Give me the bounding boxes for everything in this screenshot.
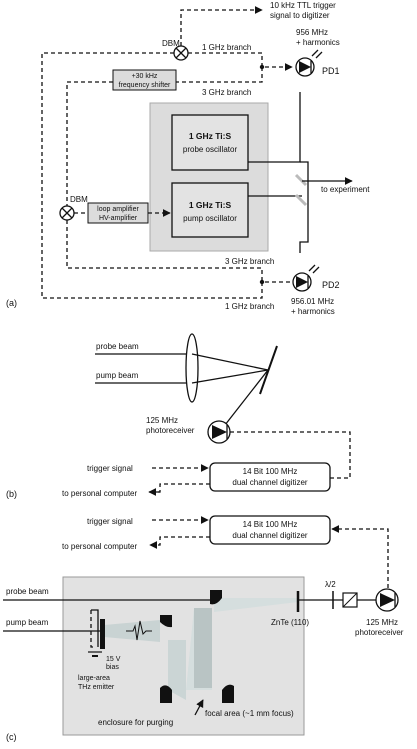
pd2-harmonics-label: + harmonics [291,307,335,316]
pd1-photodiode [295,49,323,77]
parabolic-mirror-3 [222,684,234,703]
probe-oscillator-label: 1 GHz Ti:S [189,131,232,141]
c-photoreceiver [375,588,399,612]
znte-label: ZnTe (110) [271,618,309,627]
enclosure-label: enclosure for purging [98,718,173,727]
shifter-label: +30 kHz [132,73,158,80]
b-trigger-label: trigger signal [87,464,133,473]
bias-label: 15 V [106,656,121,663]
pd2-freq-label: 956.01 MHz [291,297,334,306]
b-mirror [259,345,278,395]
b-photoreceiver [207,420,231,444]
c-digitizer-box [209,515,331,545]
c-to-pc-label: to personal computer [62,542,137,551]
c-digitizer-label-2: dual channel digitizer [232,531,307,540]
bias-label-2: bias [106,664,119,671]
thz-emitter [100,619,105,649]
c-trigger-label: trigger signal [87,517,133,526]
to-experiment-label: to experiment [321,185,370,194]
pd1-harmonics-label: + harmonics [296,38,340,47]
dbm-left-mixer [59,205,75,221]
c-probe-beam-label: probe beam [6,587,49,596]
c-photoreceiver-label: 125 MHz [366,618,398,627]
panel-b: probe beam pump beam 125 MHz photoreceiv… [6,333,351,499]
focusing-lens [185,333,199,403]
pd1-label: PD1 [322,66,340,76]
b-digitizer-label-2: dual channel digitizer [232,478,307,487]
parabolic-mirror-2 [160,685,172,703]
ttl-label-2: signal to digitizer [270,11,330,20]
branch-3ghz-top-label: 3 GHz branch [202,88,251,97]
parabolic-mirror-1 [160,615,172,628]
b-probe-beam-label: probe beam [96,342,139,351]
panel-b-label: (b) [6,489,17,499]
focal-area-label: focal area (~1 mm focus) [205,709,294,718]
pd1-freq-label: 956 MHz [296,28,328,37]
b-digitizer-box [209,462,331,492]
lambda2-label: λ/2 [325,580,336,589]
c-digitizer-label: 14 Bit 100 MHz [243,520,298,529]
frequency-shifter-box [112,69,177,91]
dbm-top-mixer [173,45,189,61]
pump-oscillator-box [171,182,249,238]
probe-oscillator-box [171,114,249,171]
panel-c-label: (c) [6,732,17,742]
b-photoreceiver-label: 125 MHz [146,416,178,425]
panel-a-label: (a) [6,298,17,308]
b-photoreceiver-label-2: photoreceiver [146,426,195,435]
branch-1ghz-top-label: 1 GHz branch [202,43,251,52]
b-to-pc-label: to personal computer [62,489,137,498]
b-pump-beam-label: pump beam [96,371,139,380]
parabolic-mirror-4 [210,590,222,605]
c-photoreceiver-label-2: photoreceiver [355,628,404,637]
emitter-label-2: THz emitter [78,684,115,691]
ttl-label: 10 kHz TTL trigger [270,1,336,10]
branch-3ghz-bottom-label: 3 GHz branch [225,257,274,266]
panel-c: 14 Bit 100 MHz dual channel digitizer tr… [3,515,404,742]
dbm-left-label: DBM [70,195,88,204]
pump-oscillator-label-2: pump oscillator [183,214,237,223]
dbm-top-label: DBM [162,39,180,48]
pump-oscillator-label: 1 GHz Ti:S [189,200,232,210]
probe-oscillator-label-2: probe oscillator [183,145,238,154]
emitter-label: large-area [78,675,110,682]
loop-amp-label: loop amplifier [97,206,139,213]
panel-a: 1 GHz Ti:S probe oscillator 1 GHz Ti:S p… [6,1,370,316]
c-pump-beam-label: pump beam [6,618,49,627]
pd2-label: PD2 [322,280,340,290]
branch-1ghz-bottom-label: 1 GHz branch [225,302,274,311]
shifter-label-2: frequency shifter [119,82,171,89]
pd2-photodiode [292,264,320,292]
b-digitizer-label: 14 Bit 100 MHz [243,467,298,476]
thz-pulse-waveform [126,620,152,641]
loop-amp-label-2: HV-amplifier [99,215,138,222]
